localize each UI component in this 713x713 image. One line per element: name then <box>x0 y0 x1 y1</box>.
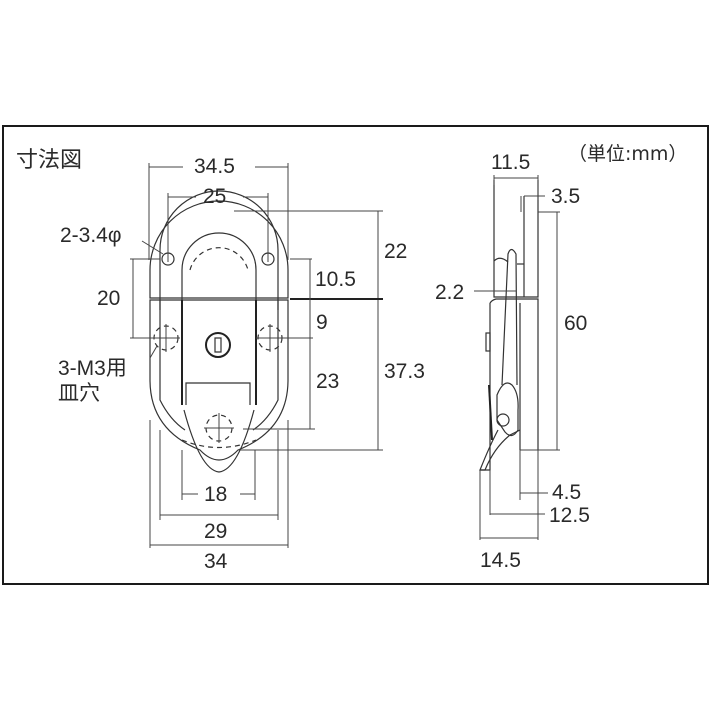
side-view <box>479 180 539 471</box>
dim-34-5-label: 34.5 <box>194 155 235 178</box>
base-plate-outline <box>149 299 289 461</box>
drawing-frame <box>2 125 709 585</box>
drawing-title: 寸法図 <box>16 148 82 173</box>
base-inner-right <box>252 300 279 431</box>
base-tab <box>485 332 491 352</box>
dim-37-3-label: 37.3 <box>384 360 425 383</box>
dim-20-label: 20 <box>97 287 120 310</box>
front-view <box>149 190 289 473</box>
hasp-ring-inner <box>181 232 257 310</box>
front-dimension-lines <box>130 163 383 548</box>
dim-29-label: 29 <box>204 520 227 543</box>
hidden-bottom-edge <box>181 439 257 449</box>
screw-callout-line2: 皿穴 <box>58 382 100 405</box>
dim-60-label: 60 <box>564 312 587 335</box>
base-back <box>489 298 539 450</box>
keyhole-slot <box>214 337 222 353</box>
hasp-catch <box>479 429 521 471</box>
dim-9-label: 9 <box>316 311 328 334</box>
dim-23-label: 23 <box>316 370 339 393</box>
dim-34-label: 34 <box>204 550 228 573</box>
dim-18-label: 18 <box>204 483 227 506</box>
hasp-hinge <box>496 382 519 437</box>
dim-12-5-label: 12.5 <box>549 504 590 527</box>
dim-25-label: 25 <box>203 185 226 208</box>
dim-22-label: 22 <box>384 240 407 263</box>
dim-11-5-label: 11.5 <box>491 151 530 174</box>
hidden-edge <box>189 247 249 271</box>
keyhole-icon <box>205 332 231 358</box>
dim-14-5-label: 14.5 <box>480 549 521 572</box>
screw-callout-line1: 3-M3用 <box>58 357 127 380</box>
top-plate-outline <box>149 200 289 299</box>
side-dimension-lines <box>474 175 560 540</box>
dim-4-5-label: 4.5 <box>552 481 581 504</box>
bracket-curve <box>493 257 509 263</box>
tongue-bottom-curve <box>183 409 255 473</box>
catch-edge <box>488 384 493 441</box>
dim-2-2-label: 2.2 <box>435 281 464 304</box>
base-inner-left <box>159 300 186 431</box>
hasp-ring-outer <box>159 190 279 310</box>
dim-3-5-label: 3.5 <box>551 185 580 208</box>
countersunk-hole-bottom <box>204 413 234 443</box>
dim-10-5-label: 10.5 <box>315 268 356 291</box>
hinge-pin <box>496 413 510 427</box>
tongue-plate <box>185 382 251 405</box>
unit-note: （単位:mm） <box>568 143 687 165</box>
hole-callout-label: 2-3.4φ <box>60 224 121 247</box>
hasp-lever <box>501 248 518 386</box>
